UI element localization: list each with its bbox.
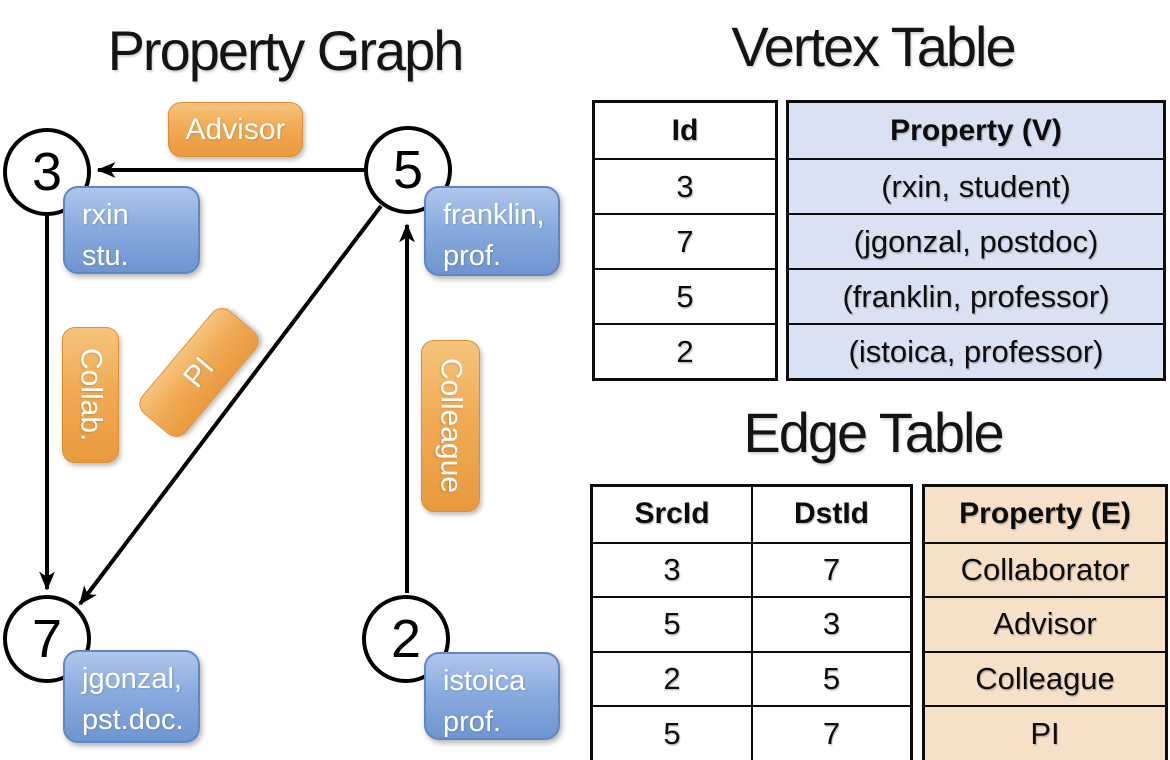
edge-row-dst: 3 <box>753 596 910 651</box>
node-5-id: 5 <box>392 140 424 200</box>
node-2-id: 2 <box>390 609 422 669</box>
vertex-prop-2-line1: istoica <box>443 665 526 697</box>
edge-label-pi-text: PI <box>176 350 221 394</box>
node-3-id: 3 <box>31 142 63 202</box>
vertex-prop-3-line2: stu. <box>82 240 129 273</box>
edge-row-property: PI <box>925 705 1165 760</box>
edge-table-src-column: SrcId 3 5 2 5 <box>593 487 751 760</box>
edge-row-property: Collaborator <box>925 541 1165 597</box>
vertex-table-header-id: Id <box>671 113 699 147</box>
edge-row-dst: 7 <box>753 541 910 597</box>
node-7-id: 7 <box>31 609 63 669</box>
edge-row-src: 2 <box>593 650 751 706</box>
edge-table-header-dst: DstId <box>794 497 869 531</box>
edge-row-property: Colleague <box>925 650 1165 706</box>
edge-row-src: 3 <box>593 541 751 597</box>
edge-label-colleague: Colleague <box>421 340 480 512</box>
vertex-row-property: (istoica, professor) <box>789 323 1163 378</box>
edge-row-src: 5 <box>593 596 751 651</box>
vertex-prop-7-line2: pst.doc. <box>82 704 184 737</box>
vertex-prop-box-7: jgonzal, pst.doc. <box>63 650 200 743</box>
graph-node-3: 3 <box>3 128 91 216</box>
vertex-row-id: 3 <box>595 158 775 213</box>
edge-table-title: Edge Table <box>743 401 1004 464</box>
vertex-prop-2-line2: prof. <box>443 706 502 739</box>
edge-table-id-columns: SrcId 3 5 2 5 DstId 7 3 5 7 <box>590 484 913 760</box>
edge-label-advisor-text: Advisor <box>185 112 286 146</box>
vertex-table-property-column: Property (V) (rxin, student) (jgonzal, p… <box>786 100 1166 381</box>
edge-label-advisor: Advisor <box>168 102 303 157</box>
property-graph-title: Property Graph <box>107 19 465 82</box>
edge-row-dst: 5 <box>753 650 910 706</box>
vertex-prop-box-3: rxin stu. <box>63 186 200 274</box>
edge-row-src: 5 <box>593 705 751 760</box>
edge-table-header-src: SrcId <box>634 497 710 531</box>
vertex-row-id: 2 <box>595 323 775 378</box>
edge-label-colleague-text: Colleague <box>434 358 468 494</box>
vertex-table: Id 3 7 5 2 Property (V) (rxin, student) … <box>592 100 1166 381</box>
edge-row-property: Advisor <box>925 596 1165 651</box>
vertex-table-id-column: Id 3 7 5 2 <box>592 100 778 381</box>
vertex-row-property: (rxin, student) <box>789 158 1163 213</box>
vertex-row-id: 7 <box>595 213 775 268</box>
edge-label-pi: PI <box>134 302 264 443</box>
vertex-prop-3-line1: rxin <box>82 199 129 231</box>
vertex-prop-5-line2: prof. <box>443 240 502 273</box>
edge-table: SrcId 3 5 2 5 DstId 7 3 5 7 Property (E)… <box>590 484 1168 760</box>
vertex-prop-box-5: franklin, prof. <box>424 186 560 276</box>
vertex-row-id: 5 <box>595 268 775 323</box>
edge-table-dst-column: DstId 7 3 5 7 <box>751 487 910 760</box>
edge-table-header-property: Property (E) <box>959 497 1131 531</box>
edge-table-property-column: Property (E) Collaborator Advisor Collea… <box>922 484 1168 760</box>
edge-label-collab: Collab. <box>62 327 119 463</box>
vertex-row-property: (jgonzal, postdoc) <box>789 213 1163 268</box>
vertex-prop-box-2: istoica prof. <box>424 652 560 740</box>
vertex-row-property: (franklin, professor) <box>789 268 1163 323</box>
edge-label-collab-text: Collab. <box>74 348 108 442</box>
vertex-prop-7-line1: jgonzal, <box>82 663 182 695</box>
vertex-table-title: Vertex Table <box>731 15 1016 78</box>
vertex-prop-5-line1: franklin, <box>443 199 545 231</box>
vertex-table-header-property: Property (V) <box>890 113 1062 147</box>
edge-row-dst: 7 <box>753 705 910 760</box>
